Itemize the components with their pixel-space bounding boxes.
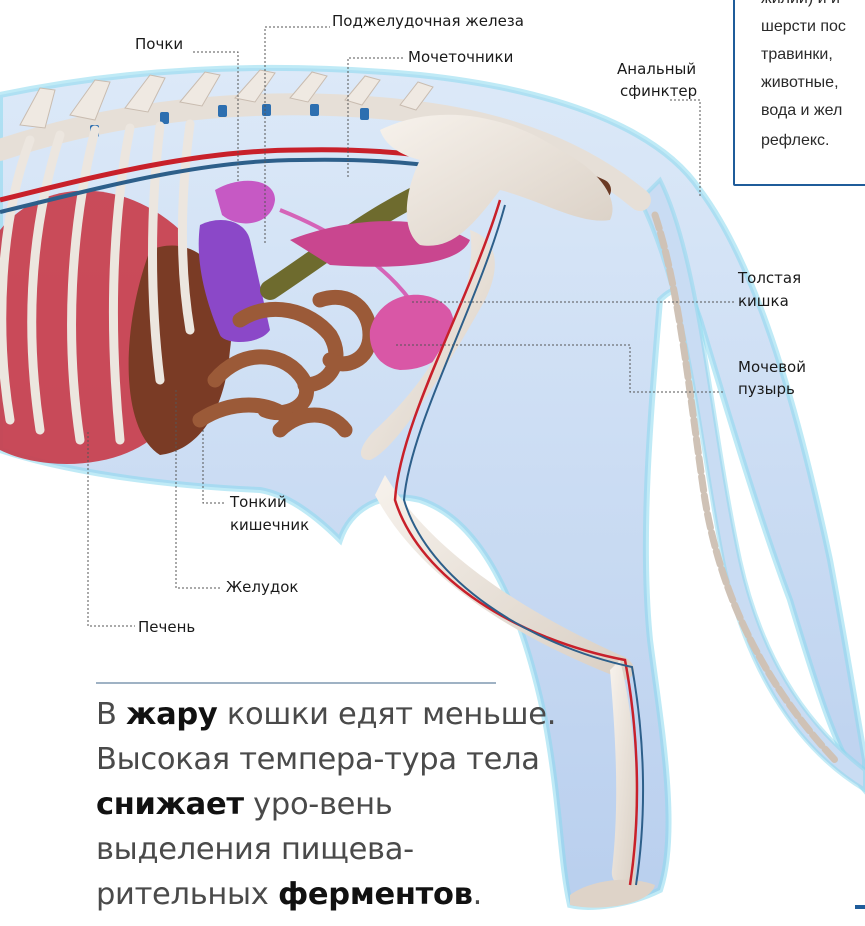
label-kidneys: Почки bbox=[135, 33, 183, 55]
label-bladder-line1: Мочевой bbox=[738, 356, 806, 378]
label-small-intestine-line2: кишечник bbox=[230, 514, 309, 536]
info-line: животные, bbox=[761, 74, 839, 92]
fact-text: В bbox=[96, 697, 126, 732]
fact-paragraph: В жару кошки едят меньше. Высокая темпер… bbox=[96, 692, 576, 917]
label-pancreas: Поджелудочная железа bbox=[332, 10, 524, 32]
fact-divider bbox=[96, 682, 496, 684]
label-ureters: Мочеточники bbox=[408, 46, 513, 68]
info-line: травинки, bbox=[761, 46, 833, 64]
info-line: жилий) и и bbox=[761, 0, 840, 8]
page-edge-mark bbox=[855, 905, 865, 909]
info-box: жилий) и и шерсти пос травинки, животные… bbox=[733, 0, 865, 186]
label-liver: Печень bbox=[138, 616, 195, 638]
label-small-intestine-line1: Тонкий bbox=[230, 491, 287, 513]
label-large-intestine-line2: кишка bbox=[738, 290, 789, 312]
fact-bold-enzymes: ферментов bbox=[278, 877, 473, 912]
fact-bold-reduces: снижает bbox=[96, 787, 244, 822]
label-stomach: Желудок bbox=[226, 576, 298, 598]
label-anal-sphincter-line1: Анальный bbox=[617, 58, 696, 80]
fact-text: . bbox=[473, 877, 482, 912]
fact-bold-heat: жару bbox=[126, 697, 217, 732]
info-line: рефлекс. bbox=[761, 132, 829, 150]
info-line: шерсти пос bbox=[761, 18, 846, 36]
info-line: вода и жел bbox=[761, 102, 842, 120]
label-bladder-line2: пузырь bbox=[738, 378, 795, 400]
label-large-intestine-line1: Толстая bbox=[738, 267, 801, 289]
label-anal-sphincter-line2: сфинктер bbox=[620, 80, 697, 102]
